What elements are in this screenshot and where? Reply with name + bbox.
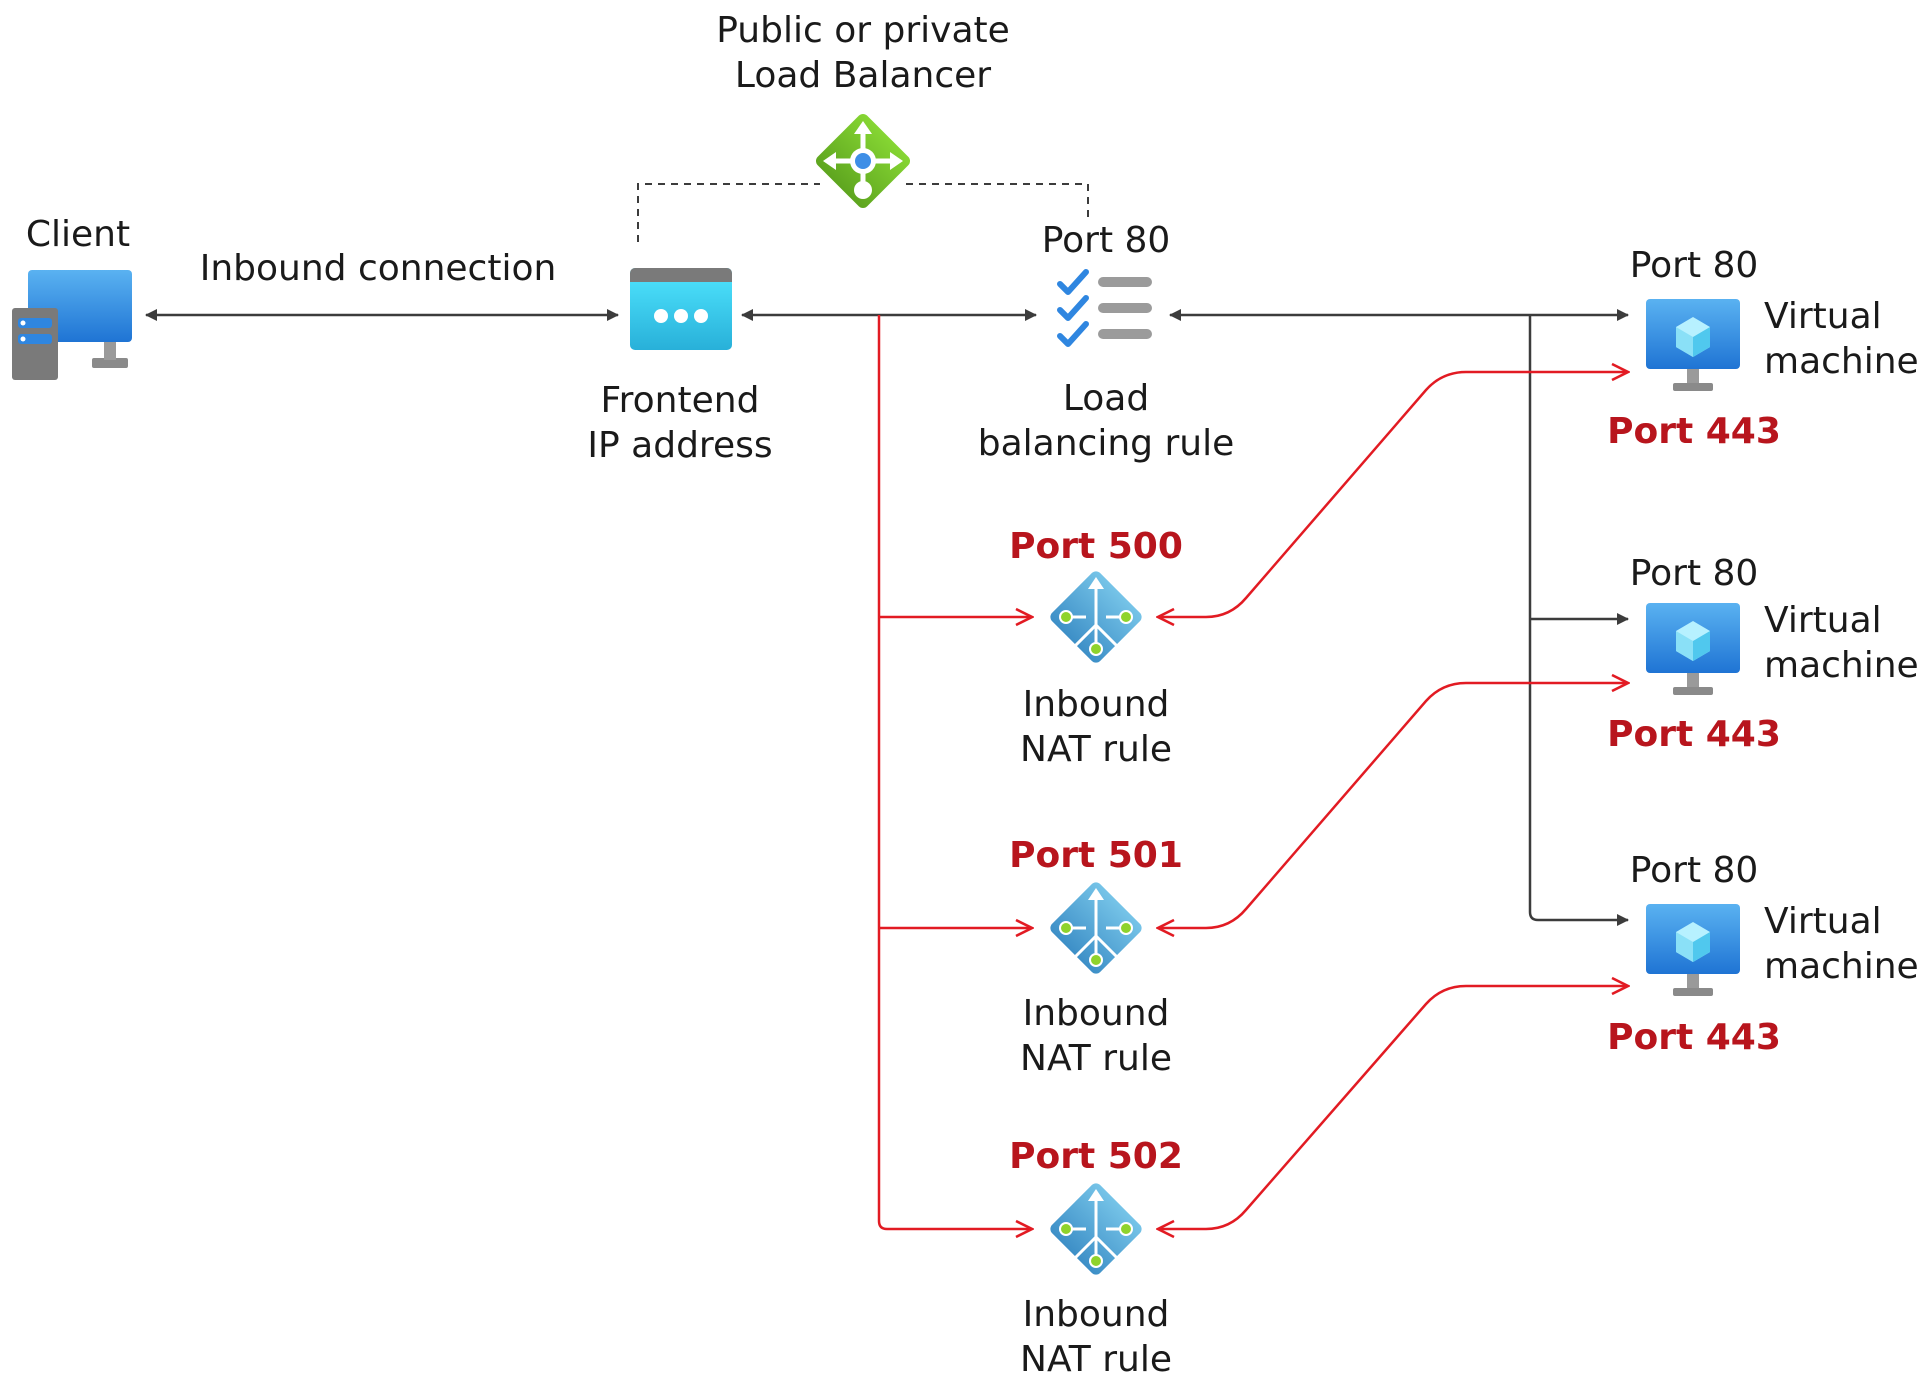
virtual-machine-icon: [1646, 603, 1740, 695]
nat-rule-1-port: Port 500: [1009, 526, 1183, 567]
nat-rule-3-line2: NAT rule: [1020, 1339, 1172, 1380]
vm-2-label: Virtual machine: [1764, 598, 1919, 688]
nat-icons-group: [1050, 571, 1142, 1275]
nat501-to-vm2-arrow: [1158, 683, 1628, 928]
nat-rule-1-line2: NAT rule: [1020, 729, 1172, 770]
vm-1-line1: Virtual: [1764, 296, 1882, 337]
vm-3-port-top: Port 80: [1629, 850, 1759, 891]
frontend-label: Frontend IP address: [587, 378, 772, 468]
vm-3-line2: machine: [1764, 946, 1919, 987]
frontend-label-line2: IP address: [587, 425, 773, 466]
lb-rule-label-line1: Load: [1062, 378, 1150, 419]
nat502-to-vm3-arrow: [1158, 986, 1628, 1229]
nat-rule-3-line1: Inbound: [1022, 1294, 1170, 1335]
nat-rule-icon: [1050, 882, 1142, 974]
vm-2-line2: machine: [1764, 645, 1919, 686]
vm-3-label: Virtual machine: [1764, 899, 1919, 989]
vm-icons-group: [1646, 299, 1740, 996]
nat500-to-vm1-arrow: [1158, 372, 1628, 617]
virtual-machine-icon: [1646, 904, 1740, 996]
nat-rule-2-port: Port 501: [1009, 835, 1183, 876]
lb-rule-checklist-icon: [1057, 269, 1152, 347]
lb-rule-label-line2: balancing rule: [977, 423, 1235, 464]
lb-rule-label: Load balancing rule: [978, 376, 1234, 466]
lb-rule-port-label: Port 80: [1041, 220, 1171, 261]
backend-trunk: [1528, 315, 1629, 926]
nat-rule-2-line1: Inbound: [1022, 993, 1170, 1034]
vm-2-line1: Virtual: [1764, 600, 1882, 641]
vm-2-port-top: Port 80: [1629, 553, 1759, 594]
nat-rule-icon: [1050, 1183, 1142, 1275]
nat-rule-2-label: Inbound NAT rule: [1020, 991, 1172, 1081]
nat-rule-icon: [1050, 571, 1142, 663]
vm-2-port-bottom: Port 443: [1607, 714, 1781, 755]
vm-1-port-top: Port 80: [1629, 245, 1759, 286]
vm-1-port-bottom: Port 443: [1607, 411, 1781, 452]
frontend-ip-icon: [630, 268, 732, 350]
vm-1-line2: machine: [1764, 341, 1919, 382]
nat-connectors: [877, 315, 1628, 1229]
nat-rule-2-line2: NAT rule: [1020, 1038, 1172, 1079]
frontend-label-line1: Frontend: [600, 380, 760, 421]
load-balancer-label-line2: Load Balancer: [734, 55, 992, 96]
nat-trunk: [877, 315, 1032, 1229]
inbound-connection-label: Inbound connection: [199, 248, 557, 289]
vm-3-line1: Virtual: [1764, 901, 1882, 942]
nat-rule-3-label: Inbound NAT rule: [1020, 1292, 1172, 1382]
client-computer-icon: [12, 270, 132, 380]
load-balancer-label: Public or private Load Balancer: [716, 8, 1010, 98]
client-label: Client: [25, 214, 131, 255]
vm-3-port-bottom: Port 443: [1607, 1017, 1781, 1058]
load-balancer-icon: [815, 113, 911, 209]
virtual-machine-icon: [1646, 299, 1740, 391]
vm-1-label: Virtual machine: [1764, 294, 1919, 384]
nat-rule-3-port: Port 502: [1009, 1136, 1183, 1177]
load-balancer-label-line1: Public or private: [716, 10, 1010, 51]
nat-rule-1-label: Inbound NAT rule: [1020, 682, 1172, 772]
nat-rule-1-line1: Inbound: [1022, 684, 1170, 725]
lb-dashed-bracket: [637, 183, 1089, 242]
